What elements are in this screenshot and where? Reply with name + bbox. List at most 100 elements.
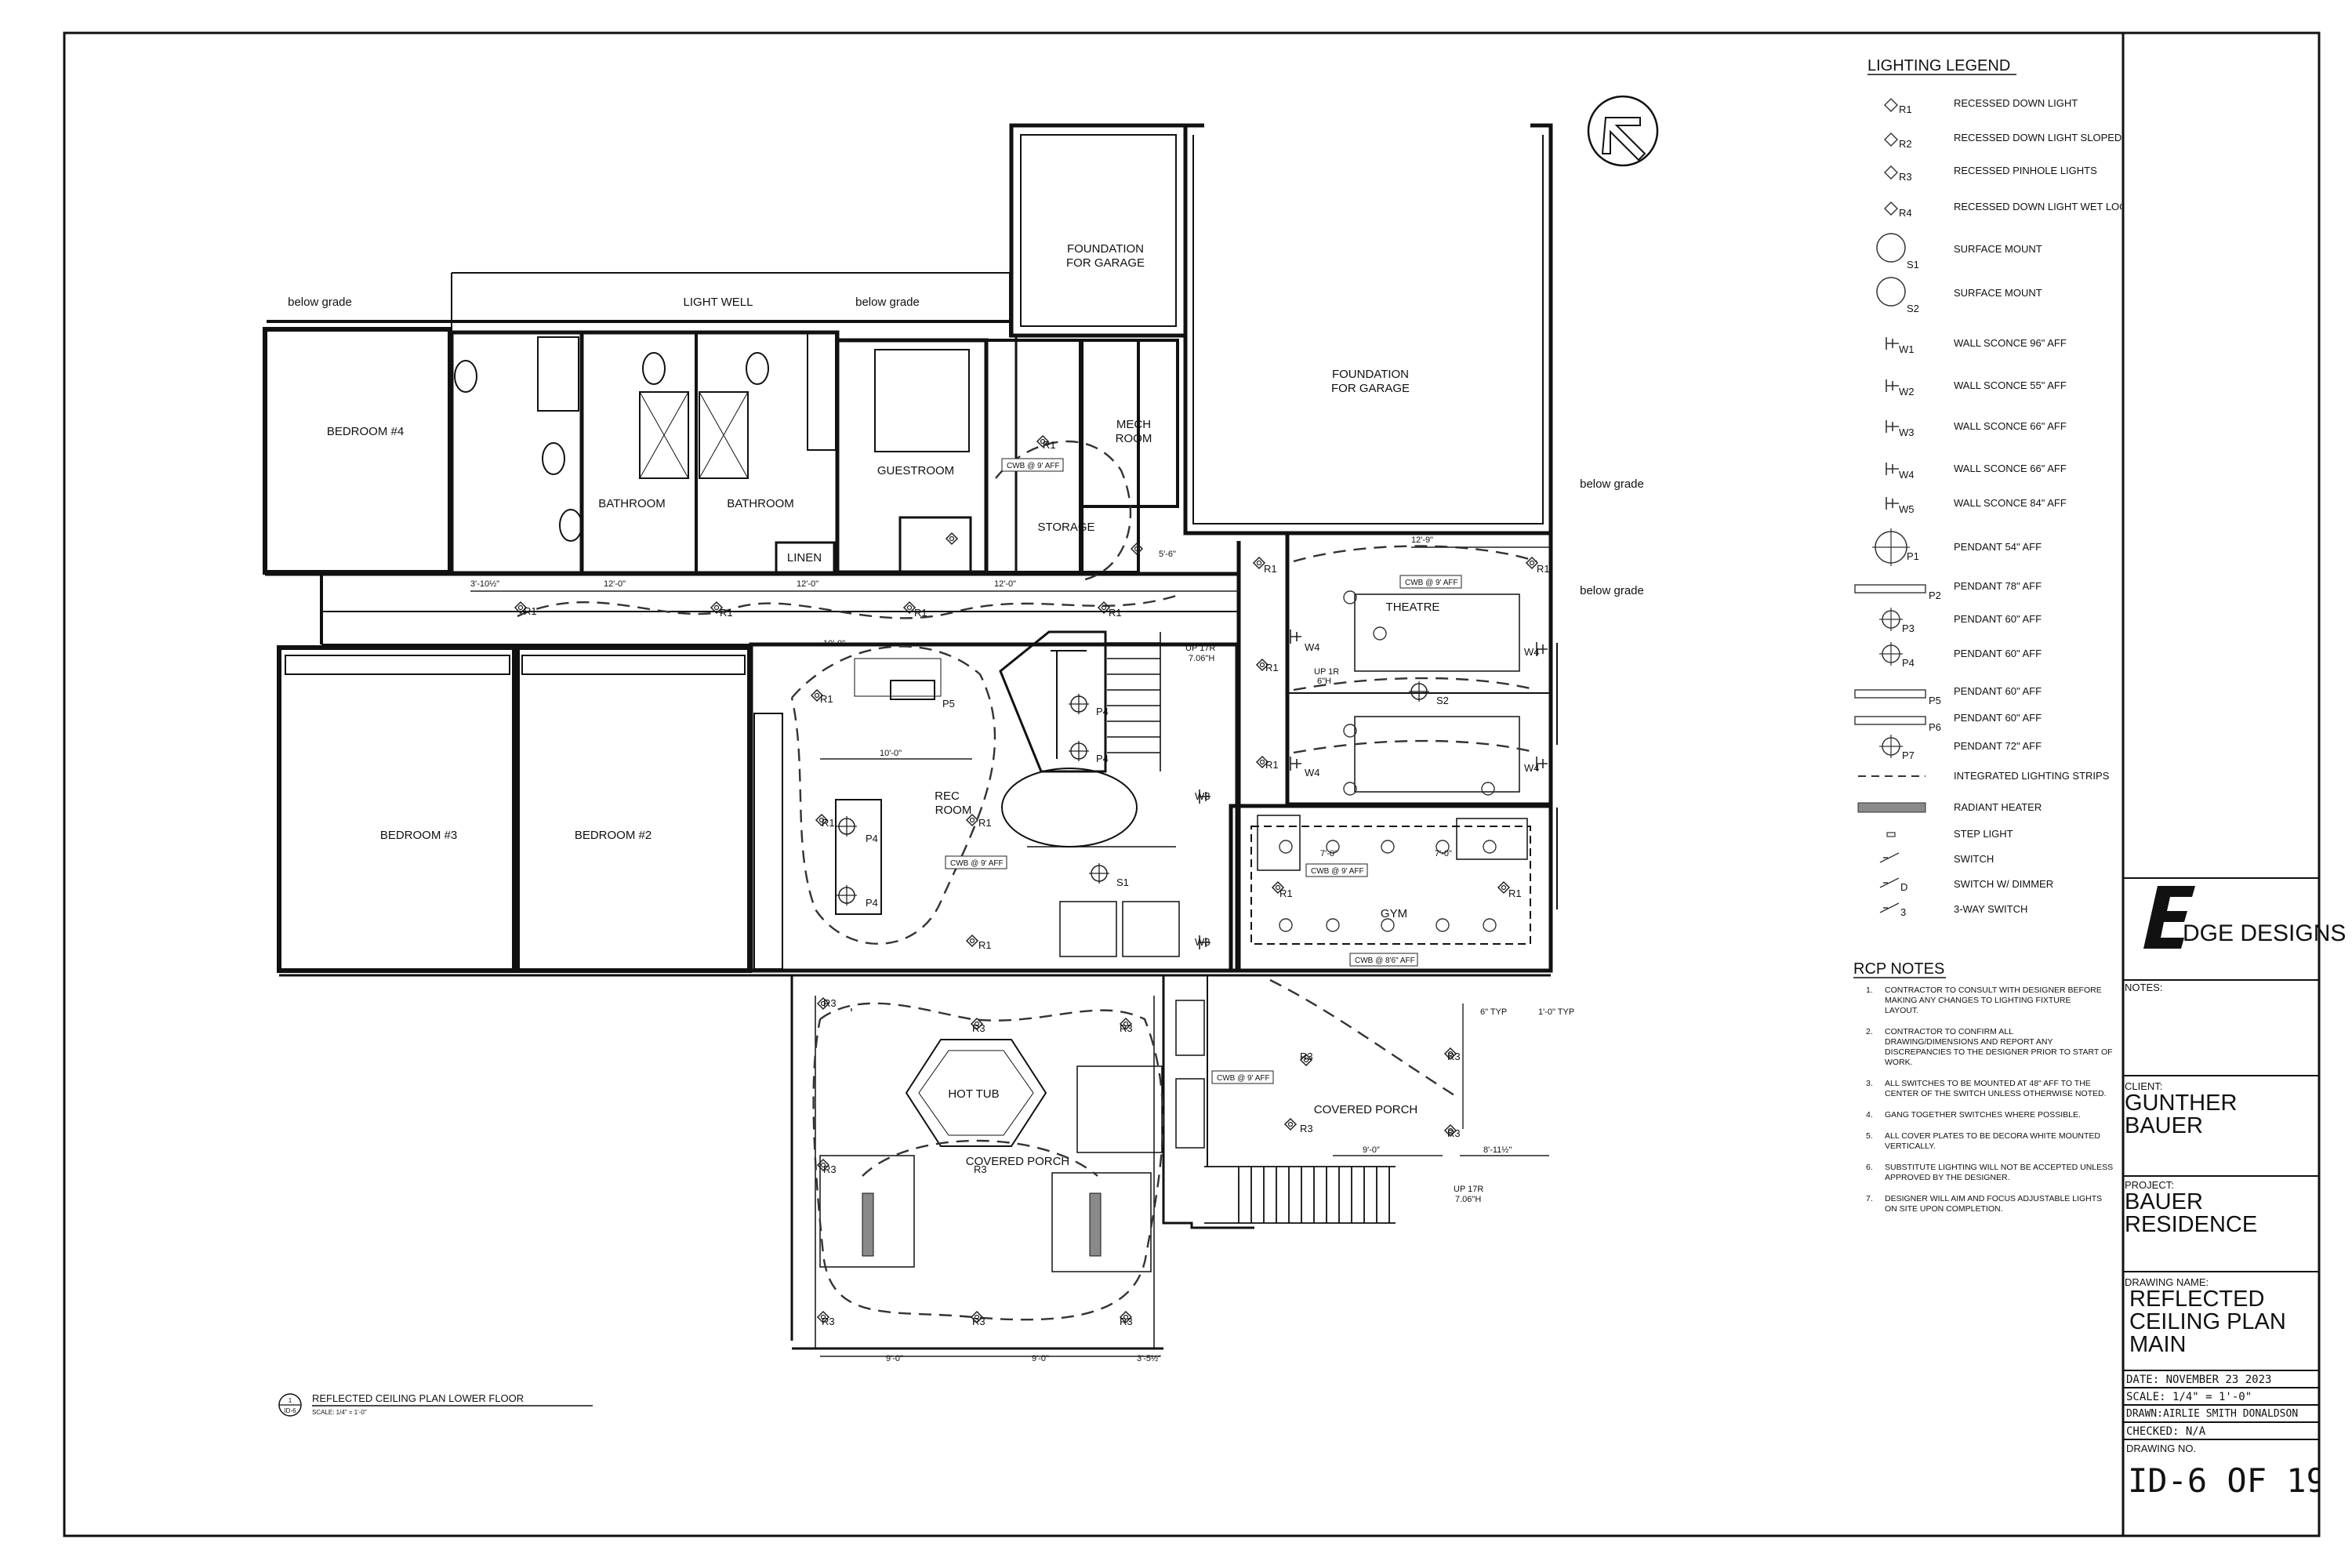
svg-text:R1: R1 <box>1264 563 1277 575</box>
svg-text:CWB @ 8'6" AFF: CWB @ 8'6" AFF <box>1355 956 1415 965</box>
logo-wordmark: DGE DESIGNS <box>2183 920 2346 946</box>
svg-text:P4: P4 <box>866 833 878 844</box>
wall-foundation-garage-a <box>1009 123 1188 338</box>
switch-icon <box>1879 852 1900 863</box>
project-section: PROJECT: BAUER RESIDENCE <box>2125 1179 2319 1236</box>
wall-bedroom-4 <box>263 327 452 575</box>
svg-text:3'-5½": 3'-5½" <box>1137 1354 1161 1363</box>
wall-bedroom-2 <box>515 645 752 973</box>
client-label: CLIENT: <box>2125 1080 2163 1092</box>
recessed-lights <box>514 435 1538 1323</box>
legend-code: P4 <box>1902 657 1915 669</box>
svg-text:10'-0": 10'-0" <box>823 639 845 648</box>
wall-sconce-icon <box>1886 497 1899 510</box>
legend-label: RECESSED DOWN LIGHT <box>1954 97 2078 109</box>
drawing-no: ID-6 OF 19 <box>2128 1461 2319 1500</box>
svg-text:R1: R1 <box>1537 563 1550 575</box>
switch-icon <box>1879 902 1900 913</box>
wall-foundation-garage-b <box>1183 123 1553 535</box>
legend-code: P1 <box>1907 550 1919 562</box>
svg-text:UP 17R: UP 17R <box>1185 644 1215 653</box>
legend-code: R2 <box>1899 138 1912 150</box>
legend-label: PENDANT 72" AFF <box>1954 740 2042 752</box>
svg-text:10'-0": 10'-0" <box>880 749 902 758</box>
legend-label: SURFACE MOUNT <box>1954 243 2042 255</box>
svg-text:7'-0": 7'-0" <box>1320 849 1338 858</box>
svg-text:1: 1 <box>289 1397 292 1404</box>
label-light-well: LIGHT WELL <box>684 296 753 309</box>
svg-text:9'-0": 9'-0" <box>1363 1145 1380 1155</box>
label-storage: STORAGE <box>1037 521 1094 534</box>
svg-text:R1: R1 <box>914 607 927 619</box>
linear-pendant-icon <box>1854 584 1926 593</box>
label-below-grade-1: below grade <box>288 296 352 309</box>
plan-annotations: 3'-10½" 12'-0" 12'-0" 12'-0" 10'-0" 10'-… <box>470 535 1574 1363</box>
svg-text:R1: R1 <box>1265 662 1279 673</box>
rcp-note-1: 1.CONTRACTOR TO CONSULT WITH DESIGNER BE… <box>1866 985 2102 1015</box>
gym-ceiling-strip <box>1250 826 1531 945</box>
label-hot-tub: HOT TUB <box>948 1087 999 1101</box>
legend-item-row19: RADIANT HEATER <box>1857 801 2042 813</box>
svg-text:ID-6: ID-6 <box>284 1407 296 1414</box>
sheet-border <box>63 31 2321 1537</box>
note-line: APPROVED BY THE DESIGNER. <box>1885 1173 2010 1182</box>
meta-rows: DATE: NOVEMBER 23 2023 SCALE: 1/4" = 1'-… <box>2125 1373 2319 1504</box>
drawn-row: DRAWN:AIRLIE SMITH DONALDSON <box>2126 1408 2299 1420</box>
north-arrow-icon <box>1587 95 1659 167</box>
svg-text:CWB @ 9' AFF: CWB @ 9' AFF <box>1217 1074 1270 1083</box>
svg-text:12'-0": 12'-0" <box>994 579 1016 589</box>
note-number: 6. <box>1866 1163 1873 1172</box>
wall-porch <box>790 975 1254 1341</box>
drawing-title: 1 ID-6 REFLECTED CEILING PLAN LOWER FLOO… <box>278 1392 593 1417</box>
svg-text:SCALE: 1/4" = 1'-0": SCALE: 1/4" = 1'-0" <box>312 1409 367 1416</box>
pendant-cross-icon <box>1879 735 1903 758</box>
legend-item-row21: SWITCH <box>1879 852 1994 865</box>
svg-text:R3: R3 <box>823 997 837 1009</box>
legend-label: RECESSED PINHOLE LIGHTS <box>1954 165 2097 176</box>
svg-text:R1: R1 <box>978 939 992 951</box>
svg-text:6" TYP: 6" TYP <box>1480 1007 1507 1017</box>
label-theatre: THEATRE <box>1386 601 1440 614</box>
legend-code: P2 <box>1929 590 1941 601</box>
svg-text:P4: P4 <box>1096 753 1109 764</box>
recessed-light-icon <box>1884 98 1898 112</box>
legend-label: STEP LIGHT <box>1954 828 2013 840</box>
svg-text:9'-0": 9'-0" <box>886 1354 903 1363</box>
svg-text:R1: R1 <box>1109 607 1122 619</box>
project-name-1: BAUER <box>2125 1189 2203 1214</box>
note-line: ALL SWITCHES TO BE MOUNTED AT 48" AFF TO… <box>1885 1079 2091 1088</box>
legend-label: WALL SCONCE 84" AFF <box>1954 497 2067 509</box>
notes-section: NOTES: <box>2125 982 2319 993</box>
recessed-light-icon <box>1884 132 1898 147</box>
label-foundation-a-1: FOUNDATION <box>1067 242 1144 256</box>
date-row: DATE: NOVEMBER 23 2023 <box>2126 1374 2272 1386</box>
svg-text:R1: R1 <box>1265 759 1279 771</box>
drawing-no-label: DRAWING NO. <box>2126 1443 2197 1454</box>
label-mech-room-2: ROOM <box>1116 432 1152 445</box>
linear-pendant-icon <box>1854 689 1926 699</box>
rcp-note-5: 5.ALL COVER PLATES TO BE DECORA WHITE MO… <box>1866 1131 2100 1151</box>
surface-mount-icon <box>1876 277 1906 307</box>
note-line: LAYOUT. <box>1885 1006 1918 1015</box>
svg-text:R3: R3 <box>1447 1051 1461 1062</box>
note-line: DISCREPANCIES TO THE DESIGNER PRIOR TO S… <box>1885 1047 2113 1057</box>
svg-text:P4: P4 <box>866 897 878 909</box>
legend-label: WALL SCONCE 66" AFF <box>1954 420 2067 432</box>
svg-text:12'-0": 12'-0" <box>604 579 626 589</box>
label-mech-room-1: MECH <box>1116 418 1151 431</box>
note-line: DRAWING/DIMENSIONS AND REPORT ANY <box>1885 1037 2053 1047</box>
legend-label: PENDANT 60" AFF <box>1954 685 2042 697</box>
label-rec-room-2: ROOM <box>935 804 972 817</box>
svg-text:R1: R1 <box>1279 887 1293 899</box>
svg-text:R3: R3 <box>1120 1316 1133 1327</box>
svg-text:7.06"H: 7.06"H <box>1189 654 1214 663</box>
label-covered-porch-a: COVERED PORCH <box>966 1155 1070 1168</box>
